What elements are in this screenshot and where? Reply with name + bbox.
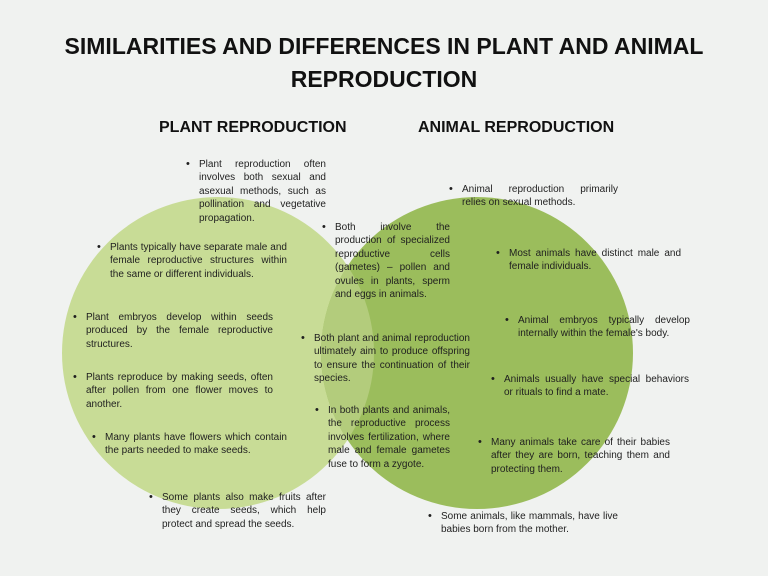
plant-label: PLANT REPRODUCTION <box>159 119 347 136</box>
both-item: Both plant and animal reproduction ultim… <box>301 332 470 386</box>
diagram-title: SIMILARITIES AND DIFFERENCES IN PLANT AN… <box>64 33 704 92</box>
animal-label: ANIMAL REPRODUCTION <box>418 119 615 136</box>
animal-item: Animal embryos typically develop interna… <box>505 314 690 341</box>
animal-item: Animal reproduction primarily relies on … <box>449 183 618 210</box>
plant-item: Plant reproduction often involves both s… <box>186 158 326 225</box>
plant-item: Plants typically have separate male and … <box>97 241 287 281</box>
animal-item: Many animals take care of their babies a… <box>478 436 670 476</box>
animal-item: Most animals have distinct male and fema… <box>496 247 681 274</box>
plant-item: Plants reproduce by making seeds, often … <box>73 371 273 411</box>
animal-item: Animals usually have special behaviors o… <box>491 373 689 400</box>
plant-item: Plant embryos develop within seeds produ… <box>73 311 273 351</box>
plant-item: Many plants have flowers which contain t… <box>92 431 287 458</box>
plant-item: Some plants also make fruits after they … <box>149 491 326 531</box>
animal-item: Some animals, like mammals, have live ba… <box>428 510 618 537</box>
both-item: Both involve the production of specializ… <box>322 221 450 301</box>
both-item: In both plants and animals, the reproduc… <box>315 404 450 471</box>
